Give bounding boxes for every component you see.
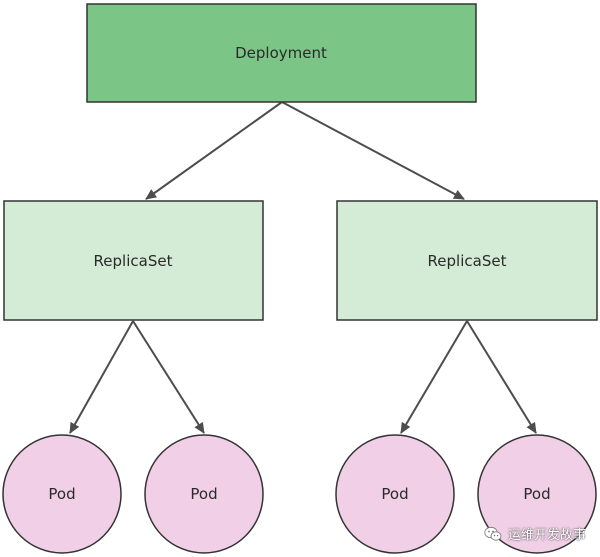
wechat-icon: [484, 526, 502, 541]
deployment-box: [86, 3, 477, 103]
pod-circle: [335, 434, 455, 554]
replicaset-node-2: ReplicaSet: [336, 200, 598, 321]
edge-replicaset-2-to-pod-3: [400, 320, 468, 434]
pod-node-2: Pod: [144, 434, 264, 554]
replicaset-node-1: ReplicaSet: [3, 200, 264, 321]
pod-circle: [2, 434, 122, 554]
edge-deployment-to-replicaset-2: [281, 101, 465, 200]
pod-node-3: Pod: [335, 434, 455, 554]
deployment-label: Deployment: [235, 44, 327, 62]
edge-replicaset-1-to-pod-1: [69, 320, 134, 434]
pod-label: Pod: [190, 485, 217, 503]
replicaset-box: [3, 200, 264, 321]
pod-label: Pod: [523, 485, 550, 503]
edge-deployment-to-replicaset-1: [145, 101, 283, 200]
watermark-text: 运维开发故事: [507, 528, 586, 543]
pod-node-1: Pod: [2, 434, 122, 554]
pod-circle: [144, 434, 264, 554]
deployment-node: Deployment: [86, 3, 477, 103]
pod-label: Pod: [381, 485, 408, 503]
pod-label: Pod: [48, 485, 75, 503]
replicaset-box: [336, 200, 598, 321]
pod-circle: [477, 434, 597, 554]
replicaset-label: ReplicaSet: [94, 252, 173, 270]
edge-replicaset-1-to-pod-2: [132, 320, 205, 434]
replicaset-label: ReplicaSet: [428, 252, 507, 270]
pod-node-4: Pod: [477, 434, 597, 554]
watermark: 运维开发故事: [484, 524, 586, 543]
edge-replicaset-2-to-pod-4: [466, 320, 537, 434]
